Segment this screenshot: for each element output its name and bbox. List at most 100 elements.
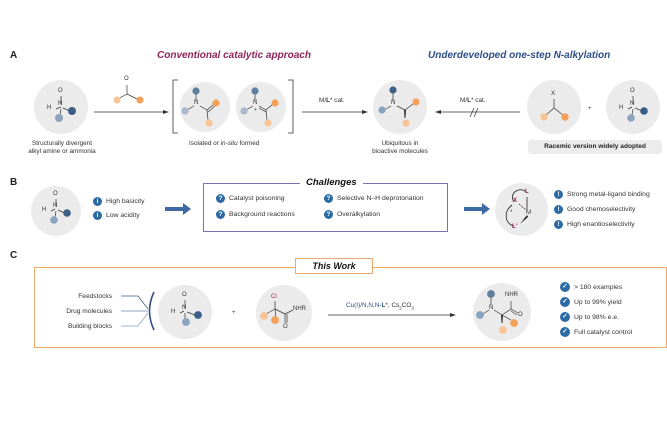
product-c-o: O bbox=[518, 312, 523, 318]
atom-o: O bbox=[58, 88, 63, 94]
substituent-dark-blue bbox=[68, 107, 76, 115]
question-icon: ? bbox=[216, 194, 225, 203]
property-label: Low acidity bbox=[106, 212, 140, 219]
product-caption-line2: bioactive molecules bbox=[372, 148, 428, 155]
amine-caption-line1: Structurally divergent bbox=[31, 140, 93, 147]
amine-b-n: N bbox=[53, 203, 58, 209]
exclamation-icon: ! bbox=[554, 220, 563, 229]
caption-post: formed bbox=[237, 140, 260, 147]
atom-h: H bbox=[47, 105, 52, 111]
conditions-sub1: 2 bbox=[399, 305, 402, 311]
info-icon: i bbox=[93, 211, 102, 220]
product-c-n: N bbox=[489, 305, 494, 311]
highlight-item: ✓ Up to 98% e.e. bbox=[560, 312, 619, 322]
catalyst-label: M/L* cat. bbox=[319, 97, 345, 104]
amine-caption-line2: alkyl amine or ammonia bbox=[28, 148, 96, 155]
electrophile-cl: Cl bbox=[271, 294, 277, 300]
reaction-plus-a: + bbox=[588, 106, 592, 112]
solution-label: Strong metal-ligand binding bbox=[567, 191, 650, 198]
highlight-label: Up to 98% e.e. bbox=[574, 313, 619, 321]
cat-ligand: L bbox=[326, 97, 331, 104]
challenge-item: ? Overalkylation bbox=[324, 210, 380, 219]
check-icon: ✓ bbox=[560, 327, 570, 337]
underdeveloped-title: Underdeveloped one-step N-alkylation bbox=[428, 50, 611, 61]
amine-c-o: O bbox=[182, 292, 187, 298]
product-c-nhr: NHR bbox=[505, 292, 518, 298]
catalyst-l-prime: L' bbox=[512, 224, 518, 230]
conditions-ligand: L bbox=[381, 302, 386, 309]
source-drug-molecules: Drug molecules bbox=[66, 308, 112, 315]
amine-caption: Structurally divergent alkyl amine or am… bbox=[12, 140, 112, 156]
panel-b-label: B bbox=[10, 177, 18, 188]
amine-c-n: N bbox=[182, 305, 187, 311]
source-building-blocks: Building blocks bbox=[68, 323, 112, 330]
challenge-item: ? Catalyst poisoning bbox=[216, 194, 285, 203]
challenge-label: Catalyst poisoning bbox=[229, 195, 285, 202]
question-icon: ? bbox=[324, 194, 333, 203]
solution-item: ! High enantioselectivity bbox=[554, 220, 635, 229]
check-icon: ✓ bbox=[560, 282, 570, 292]
exclamation-icon: ! bbox=[554, 190, 563, 199]
intermediate-caption: Isolated or in-situ formed bbox=[189, 140, 259, 147]
challenge-item: ? Background reactions bbox=[216, 210, 295, 219]
intermediate-n1: N bbox=[194, 100, 199, 106]
conditions-post: *, Cs bbox=[385, 302, 400, 309]
amine2-n: N bbox=[630, 101, 635, 107]
product-caption-line1: Ubiquitous in bbox=[381, 140, 419, 147]
panel-a-label: A bbox=[10, 50, 18, 61]
caption-pre: Isolated or bbox=[189, 140, 221, 147]
question-icon: ? bbox=[324, 210, 333, 219]
catalyst-m: M bbox=[526, 210, 531, 216]
reaction-plus-c: + bbox=[232, 310, 236, 316]
intermediate-amine-circle bbox=[180, 82, 230, 132]
product-caption: Ubiquitous in bioactive molecules bbox=[350, 140, 450, 156]
solution-item: ! Good chemoselectivity bbox=[554, 205, 635, 214]
challenges-title: Challenges bbox=[300, 177, 363, 188]
challenge-item: ? Selective N–H deprotonation bbox=[324, 194, 424, 203]
carbonyl-o: O bbox=[124, 76, 129, 82]
highlight-item: ✓ > 180 examples bbox=[560, 282, 622, 292]
electrophile-o: O bbox=[283, 324, 288, 330]
atom-n: N bbox=[58, 101, 63, 107]
conventional-approach-title: Conventional catalytic approach bbox=[157, 50, 311, 61]
highlight-item: ✓ Up to 99% yield bbox=[560, 297, 622, 307]
challenge-label: Selective N–H deprotonation bbox=[337, 195, 424, 202]
racemic-note: Racemic version widely adopted bbox=[528, 140, 662, 154]
highlight-label: Up to 99% yield bbox=[574, 298, 622, 306]
catalyst-design-circle bbox=[495, 183, 548, 236]
catalyst-l: L bbox=[525, 189, 529, 195]
source-feedstocks: Feedstocks bbox=[78, 293, 112, 300]
cat-prefix: M/ bbox=[319, 97, 327, 104]
conditions-mid: CO bbox=[401, 302, 412, 309]
blocked-cat-prefix: M/ bbox=[460, 97, 468, 104]
property-high-basicity: i High basicity bbox=[93, 197, 145, 206]
catalyst-x: X bbox=[513, 198, 518, 204]
challenge-label: Overalkylation bbox=[337, 211, 381, 218]
blocked-cat-ligand: L bbox=[467, 97, 472, 104]
property-label: High basicity bbox=[106, 198, 145, 205]
amine-b-o: O bbox=[53, 191, 58, 197]
catalyst-chiral-star: * bbox=[510, 210, 513, 216]
reaction-conditions: Cu(I)/N,N,N-L*, Cs2CO3 bbox=[346, 302, 414, 310]
property-low-acidity: i Low acidity bbox=[93, 211, 140, 220]
info-icon: i bbox=[93, 197, 102, 206]
amine-molecule-a2 bbox=[606, 80, 660, 134]
solution-label: Good chemoselectivity bbox=[567, 206, 636, 213]
highlight-label: > 180 examples bbox=[574, 283, 623, 291]
product-n: N bbox=[391, 100, 396, 106]
intermediate-n2: N bbox=[253, 100, 258, 106]
